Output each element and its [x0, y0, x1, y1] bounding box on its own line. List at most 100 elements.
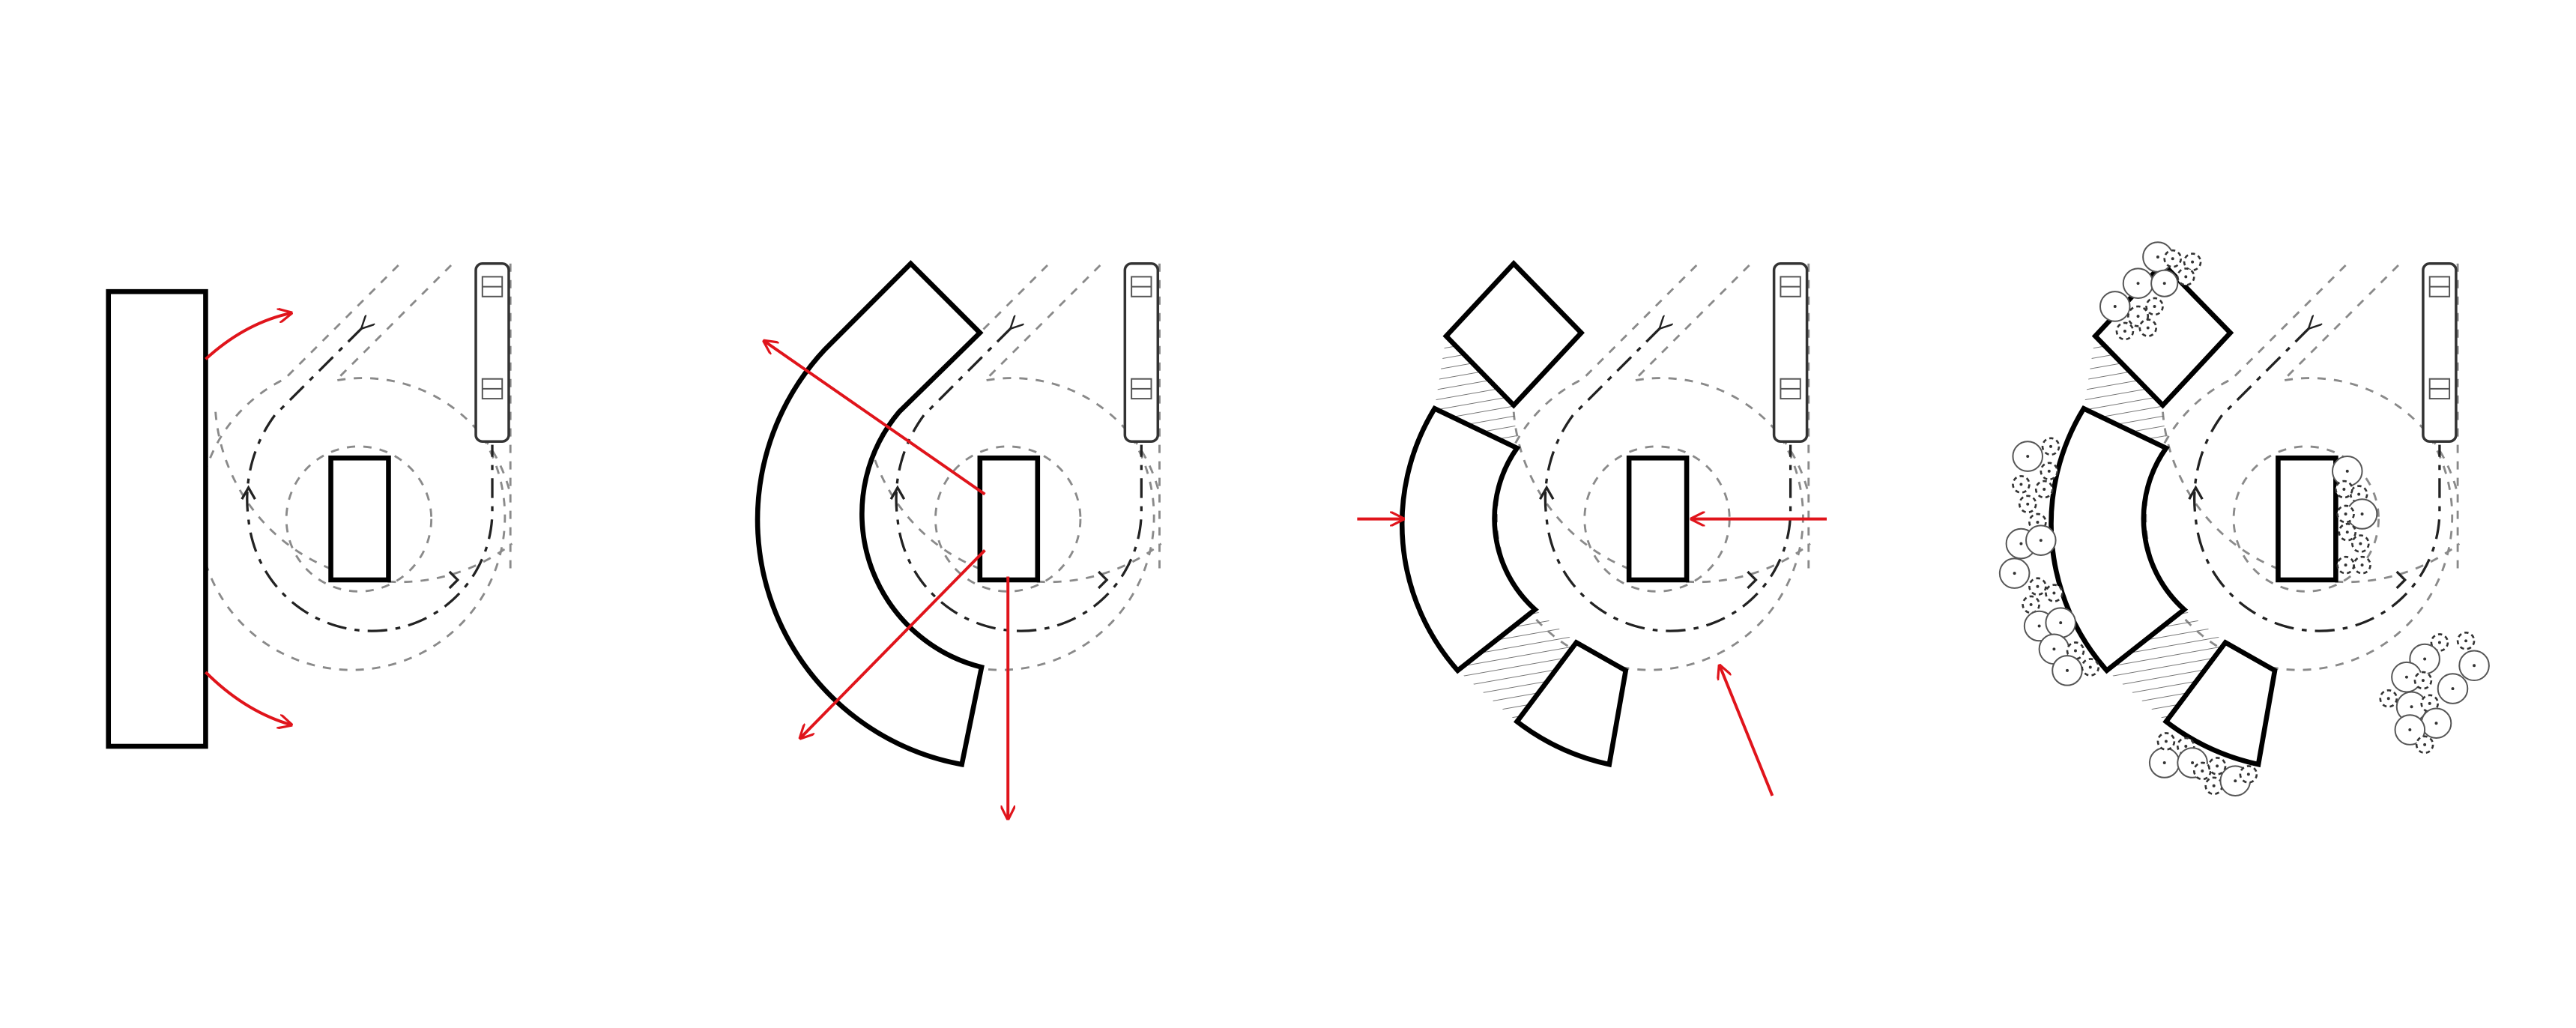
chevron-icon [2188, 485, 2204, 501]
tree-center [2113, 304, 2117, 308]
central-kiosk [2276, 455, 2338, 583]
tree-center [2013, 572, 2016, 575]
guide-arc-upper [1630, 264, 1810, 495]
central-kiosk [1626, 455, 1690, 583]
tree-center [2146, 326, 2150, 330]
tree-center [2428, 701, 2431, 705]
square-block-building [1442, 260, 1585, 409]
panel-4 [1998, 241, 2490, 796]
tree-center [2464, 639, 2468, 643]
long-rectangle-building [106, 288, 208, 749]
tree-center [2019, 483, 2023, 486]
guide-arc-outer [863, 411, 1162, 584]
tree-center [2153, 304, 2156, 308]
tree-center [2184, 745, 2188, 748]
curved-wedge-building [1399, 405, 1539, 674]
tree-center [2437, 641, 2441, 644]
panel-1 [106, 262, 513, 749]
tree-center [2345, 530, 2349, 534]
tree-center [2191, 761, 2195, 764]
tree-center [2036, 584, 2040, 588]
tree-center [2162, 761, 2166, 764]
tree-center [2037, 624, 2041, 628]
tree-center [2434, 722, 2438, 725]
curved-bar-building [755, 260, 985, 768]
tree-center [2404, 675, 2408, 679]
hatched-courtyard [2083, 336, 2166, 449]
chevron-icon [241, 485, 256, 501]
guide-circle-inner [2232, 445, 2380, 593]
tree-center [2052, 647, 2056, 651]
guide-arc-mid [197, 264, 507, 671]
tree-center [2342, 488, 2346, 491]
tree-center [2212, 784, 2216, 787]
chevron-icon [1538, 485, 1555, 501]
chevron-icon [448, 570, 460, 590]
red-arrow-icon [1720, 665, 1774, 796]
tree-center [2408, 728, 2412, 732]
bus-icon [1772, 262, 1809, 444]
tree-center [2123, 329, 2126, 333]
tree-center [2344, 563, 2347, 567]
tree-center [2136, 315, 2140, 318]
tree-center [2047, 469, 2051, 473]
red-arrow-icon [205, 671, 291, 725]
panel-3 [1357, 260, 1827, 796]
bus-body [1772, 262, 1809, 444]
tree-center [2201, 770, 2204, 772]
tree-center [2136, 282, 2140, 285]
chevron-icon [2395, 570, 2407, 590]
guide-arc-upper [332, 264, 512, 495]
tree-center [2036, 521, 2040, 524]
site-layer-shift [1496, 262, 1811, 671]
tree-center [2026, 455, 2030, 459]
tree-center [2074, 649, 2077, 653]
tree-center [2162, 282, 2166, 285]
site-layer [197, 262, 513, 671]
bus-icon [474, 262, 510, 444]
chevron-icon [889, 485, 906, 501]
tree-center [2026, 502, 2030, 506]
small-wedge-building [2162, 639, 2278, 768]
tree-center [2088, 665, 2092, 669]
guide-arc-upper [2279, 264, 2459, 495]
central-kiosk [328, 455, 391, 583]
tree-center [2410, 705, 2413, 709]
tree-center [2164, 740, 2168, 743]
tree-cluster [1998, 241, 2490, 796]
tree-center [2360, 513, 2364, 515]
guide-arc-upper [982, 264, 1161, 495]
tree-center [2171, 257, 2174, 261]
tree-center [2423, 743, 2427, 746]
tree-center [2473, 664, 2476, 668]
tree-center [2043, 488, 2046, 491]
hatched-courtyard [1457, 609, 1576, 722]
bus-body [1123, 262, 1160, 444]
tree-center [2029, 602, 2033, 606]
guide-circle-inner [934, 445, 1082, 593]
tree-center [2019, 542, 2023, 545]
tree-center [2246, 772, 2250, 776]
tree-center [2359, 542, 2362, 545]
bus-icon [1123, 262, 1160, 444]
site-layer-shift [846, 262, 1162, 671]
central-kiosk [977, 455, 1041, 583]
bus-body [2422, 262, 2458, 444]
tree-center [2049, 444, 2052, 448]
guide-arc-outer [1512, 411, 1811, 584]
tree-center [2066, 668, 2069, 672]
tree-center [2156, 256, 2159, 258]
red-arrow-icon [800, 548, 986, 738]
tree-center [2421, 679, 2425, 683]
bus-body [474, 262, 510, 444]
curved-wedge-building [2049, 405, 2189, 674]
site-layer [1496, 262, 1811, 671]
tree-center [2357, 492, 2361, 496]
hatched-courtyard [2106, 609, 2226, 722]
tree-center [2386, 697, 2390, 701]
tree-center [2216, 764, 2219, 768]
panel-2 [755, 260, 1162, 819]
tree-center [2451, 687, 2455, 691]
